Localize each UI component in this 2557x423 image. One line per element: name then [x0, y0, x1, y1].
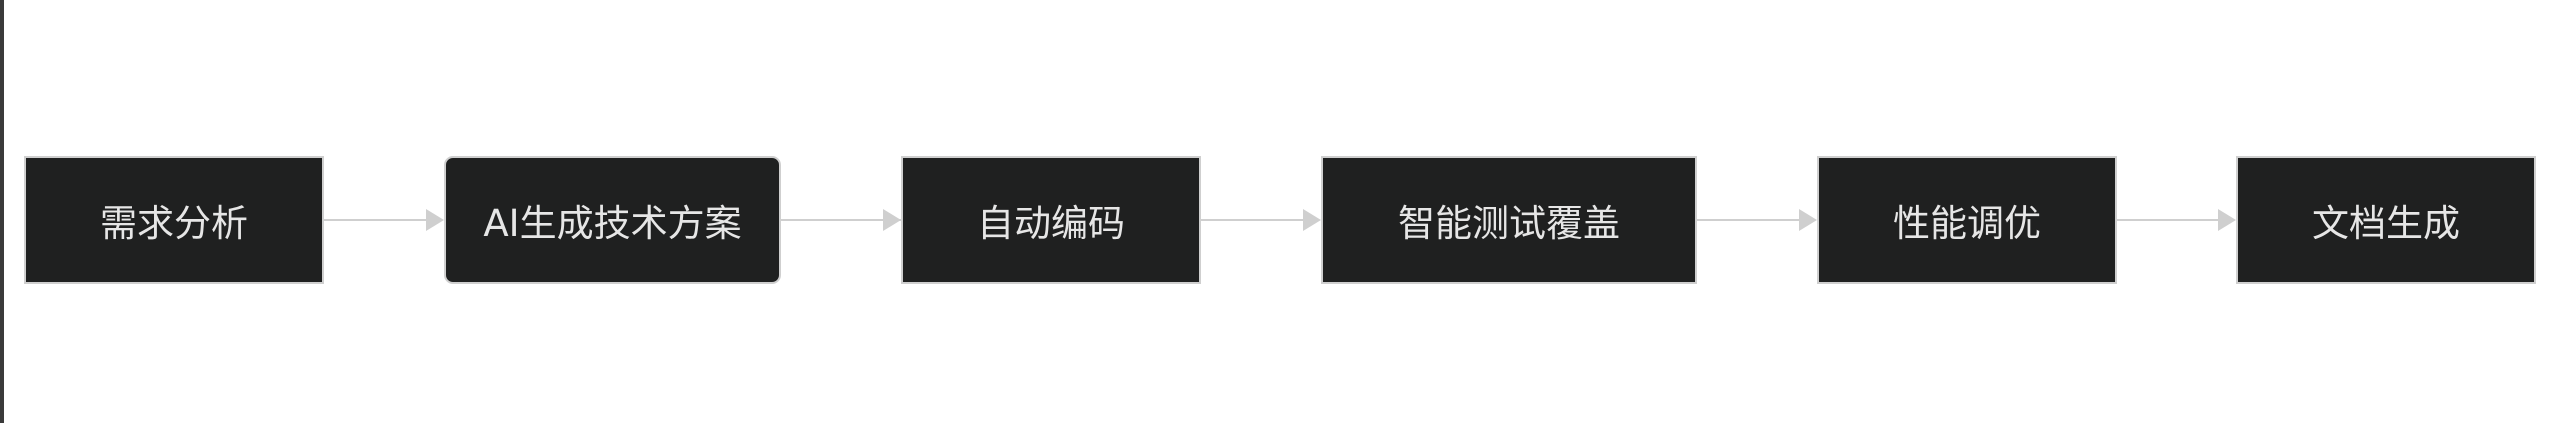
node-requirements-analysis[interactable]: 需求分析: [24, 156, 324, 284]
window-edge: [0, 0, 4, 423]
edge-5-6: [2117, 219, 2218, 221]
edge-3-4: [1201, 219, 1303, 221]
node-auto-coding[interactable]: 自动编码: [901, 156, 1201, 284]
node-smart-test-coverage[interactable]: 智能测试覆盖: [1321, 156, 1697, 284]
edge-4-5: [1697, 219, 1799, 221]
arrowhead-2-3: [883, 209, 901, 231]
node-doc-generation[interactable]: 文档生成: [2236, 156, 2536, 284]
edge-1-2: [324, 219, 426, 221]
edge-2-3: [781, 219, 901, 221]
arrowhead-3-4: [1303, 209, 1321, 231]
arrowhead-5-6: [2218, 209, 2236, 231]
arrowhead-4-5: [1799, 209, 1817, 231]
arrowhead-1-2: [426, 209, 444, 231]
node-ai-tech-plan[interactable]: AI生成技术方案: [444, 156, 781, 284]
node-performance-tuning[interactable]: 性能调优: [1817, 156, 2117, 284]
